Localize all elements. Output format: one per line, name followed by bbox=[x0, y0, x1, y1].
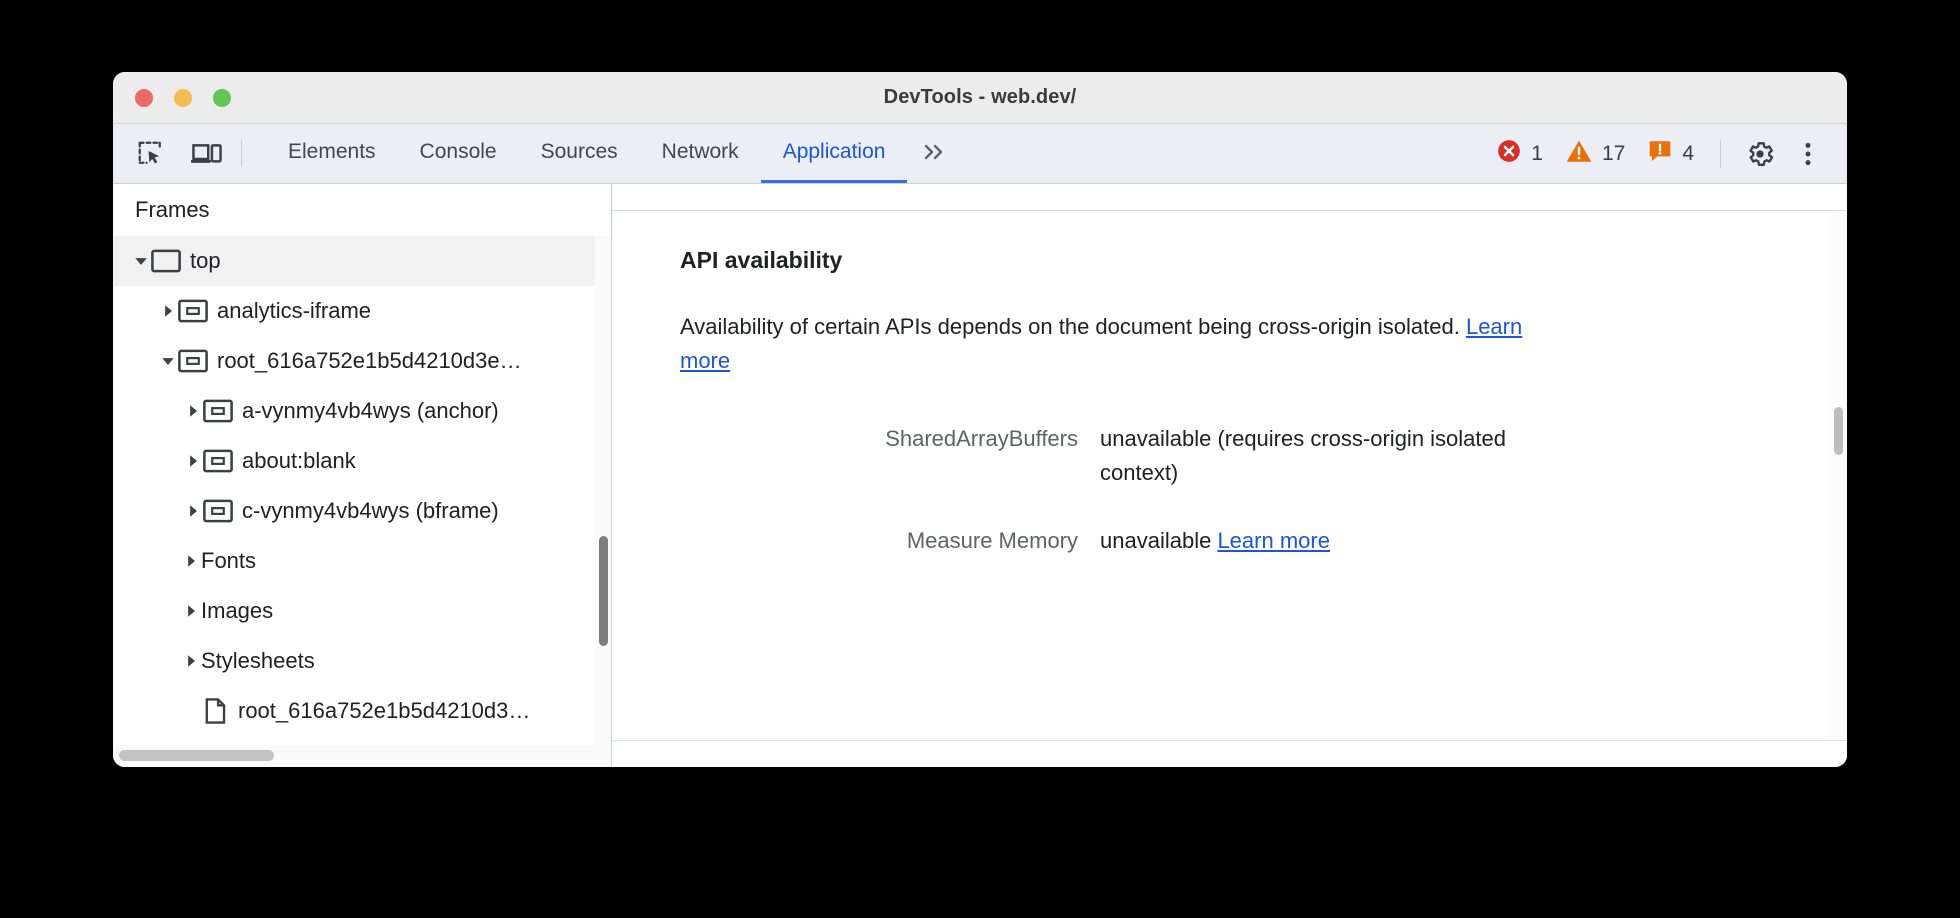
iframe-icon bbox=[203, 399, 233, 423]
chevron-right-icon[interactable] bbox=[181, 553, 201, 569]
warning-icon bbox=[1565, 138, 1593, 169]
tree-item-bframe[interactable]: c-vynmy4vb4wys (bframe) bbox=[113, 486, 611, 536]
main-vertical-scroll-thumb[interactable] bbox=[1834, 407, 1843, 455]
chevron-right-icon[interactable] bbox=[181, 603, 201, 619]
row-measure-memory: Measure Memory unavailable Learn more bbox=[680, 524, 1777, 558]
tree-item-analytics-iframe[interactable]: analytics-iframe bbox=[113, 286, 611, 336]
section-divider-top bbox=[612, 210, 1847, 211]
window-titlebar: DevTools - web.dev/ bbox=[113, 72, 1847, 124]
warning-count: 17 bbox=[1601, 141, 1626, 165]
issue-icon bbox=[1647, 138, 1673, 169]
tree-item-label: top bbox=[190, 248, 221, 273]
main-vertical-scrollbar[interactable] bbox=[1830, 211, 1847, 740]
tree-item-root-frame[interactable]: root_616a752e1b5d4210d3e… bbox=[113, 336, 611, 386]
row-value: unavailable Learn more bbox=[1100, 524, 1570, 558]
tree-item-stylesheets[interactable]: Stylesheets bbox=[113, 636, 611, 686]
tab-sources[interactable]: Sources bbox=[540, 140, 618, 163]
iframe-icon bbox=[203, 499, 233, 523]
tree-item-label: about:blank bbox=[242, 448, 356, 473]
toolbar-status-area: 1 17 bbox=[1486, 124, 1847, 183]
more-vertical-icon[interactable] bbox=[1785, 131, 1831, 177]
error-count: 1 bbox=[1531, 141, 1543, 165]
toolbar-divider bbox=[241, 140, 242, 167]
tree-item-anchor-frame[interactable]: a-vynmy4vb4wys (anchor) bbox=[113, 386, 611, 436]
section-description: Availability of certain APIs depends on … bbox=[680, 310, 1540, 378]
panel-tabs: Elements Console Sources Network Applica… bbox=[266, 124, 961, 183]
devtools-toolbar: Elements Console Sources Network Applica… bbox=[113, 124, 1847, 184]
row-value-text: unavailable bbox=[1100, 426, 1212, 452]
page-title: API availability bbox=[680, 247, 843, 273]
document-icon bbox=[203, 698, 229, 724]
inspect-element-icon[interactable] bbox=[123, 124, 179, 183]
sidebar-vertical-scroll-thumb[interactable] bbox=[599, 536, 608, 646]
tree-item-label: a-vynmy4vb4wys (anchor) bbox=[242, 398, 499, 423]
tab-elements[interactable]: Elements bbox=[288, 140, 376, 163]
frame-top-icon bbox=[151, 249, 181, 273]
sidebar-horizontal-scrollbar[interactable] bbox=[113, 745, 611, 767]
iframe-icon bbox=[178, 299, 208, 323]
status-divider bbox=[1720, 139, 1721, 168]
row-value-text: unavailable bbox=[1100, 528, 1212, 554]
iframe-icon bbox=[178, 349, 208, 373]
tree-item-label: Fonts bbox=[201, 548, 257, 573]
chevron-down-icon[interactable] bbox=[158, 353, 178, 369]
iframe-icon bbox=[203, 449, 233, 473]
tab-console[interactable]: Console bbox=[419, 140, 497, 163]
issue-counter[interactable]: 4 bbox=[1637, 138, 1704, 169]
error-icon bbox=[1496, 138, 1522, 169]
tree-item-label: Images bbox=[201, 598, 274, 623]
tree-item-about-blank[interactable]: about:blank bbox=[113, 436, 611, 486]
devtools-body: Frames top bbox=[113, 184, 1847, 767]
main-scroll-area[interactable]: API availability Availability of certain… bbox=[612, 211, 1847, 740]
chevron-down-icon[interactable] bbox=[131, 253, 151, 269]
chevron-right-icon[interactable] bbox=[183, 403, 203, 419]
tree-item-label: analytics-iframe bbox=[217, 298, 372, 323]
tab-application[interactable]: Application bbox=[760, 124, 908, 183]
close-button[interactable] bbox=[135, 88, 153, 107]
devtools-window: DevTools - web.dev/ Elements Console Sou… bbox=[113, 72, 1847, 767]
tree-item-top[interactable]: top bbox=[113, 236, 611, 286]
tree-item-label: root_616a752e1b5d4210d3e… bbox=[217, 348, 522, 373]
chevron-right-icon[interactable] bbox=[183, 503, 203, 519]
tree-item-label: Stylesheets bbox=[201, 648, 315, 673]
row-shared-array-buffers: SharedArrayBuffers unavailable (requires… bbox=[680, 422, 1777, 490]
learn-more-link-measure-memory[interactable]: Learn more bbox=[1217, 528, 1330, 554]
more-tabs-icon[interactable] bbox=[907, 124, 961, 183]
minimize-button[interactable] bbox=[174, 88, 192, 107]
row-note: (requires cross-origin isolated context) bbox=[1100, 426, 1506, 486]
chevron-right-icon[interactable] bbox=[181, 653, 201, 669]
row-label: SharedArrayBuffers bbox=[885, 426, 1078, 452]
main-top-gap bbox=[612, 184, 1847, 210]
chevron-right-icon[interactable] bbox=[183, 453, 203, 469]
row-label: Measure Memory bbox=[906, 528, 1078, 554]
row-value: unavailable (requires cross-origin isola… bbox=[1100, 422, 1570, 490]
zoom-button[interactable] bbox=[213, 88, 231, 107]
tree-item-label: root_616a752e1b5d4210d3… bbox=[238, 698, 531, 723]
sidebar-vertical-scrollbar[interactable] bbox=[595, 236, 611, 745]
tree-item-images[interactable]: Images bbox=[113, 586, 611, 636]
frames-sidebar: Frames top bbox=[113, 184, 612, 767]
section-description-text: Availability of certain APIs depends on … bbox=[680, 314, 1466, 339]
tab-network[interactable]: Network bbox=[661, 140, 739, 163]
device-toolbar-icon[interactable] bbox=[179, 124, 235, 183]
api-availability-section: API availability Availability of certain… bbox=[612, 247, 1847, 558]
gear-icon[interactable] bbox=[1737, 131, 1783, 177]
tree-item-root-document[interactable]: root_616a752e1b5d4210d3… bbox=[113, 686, 611, 736]
section-divider-bottom bbox=[612, 740, 1847, 741]
learn-more-link-description[interactable]: Learn more bbox=[680, 314, 1523, 374]
tree-item-label: c-vynmy4vb4wys (bframe) bbox=[242, 498, 499, 523]
window-title: DevTools - web.dev/ bbox=[883, 86, 1077, 108]
chevron-right-icon[interactable] bbox=[158, 303, 178, 319]
issue-count: 4 bbox=[1682, 141, 1694, 165]
frames-header: Frames bbox=[113, 184, 611, 236]
main-bottom-gap bbox=[612, 741, 1847, 767]
frames-tree: top analytics-iframe bbox=[113, 236, 611, 745]
sidebar-horizontal-scroll-thumb[interactable] bbox=[119, 750, 274, 761]
traffic-lights bbox=[135, 88, 231, 107]
warning-counter[interactable]: 17 bbox=[1555, 138, 1635, 169]
tree-item-fonts[interactable]: Fonts bbox=[113, 536, 611, 586]
application-main-panel: API availability Availability of certain… bbox=[612, 184, 1847, 767]
error-counter[interactable]: 1 bbox=[1486, 138, 1553, 169]
